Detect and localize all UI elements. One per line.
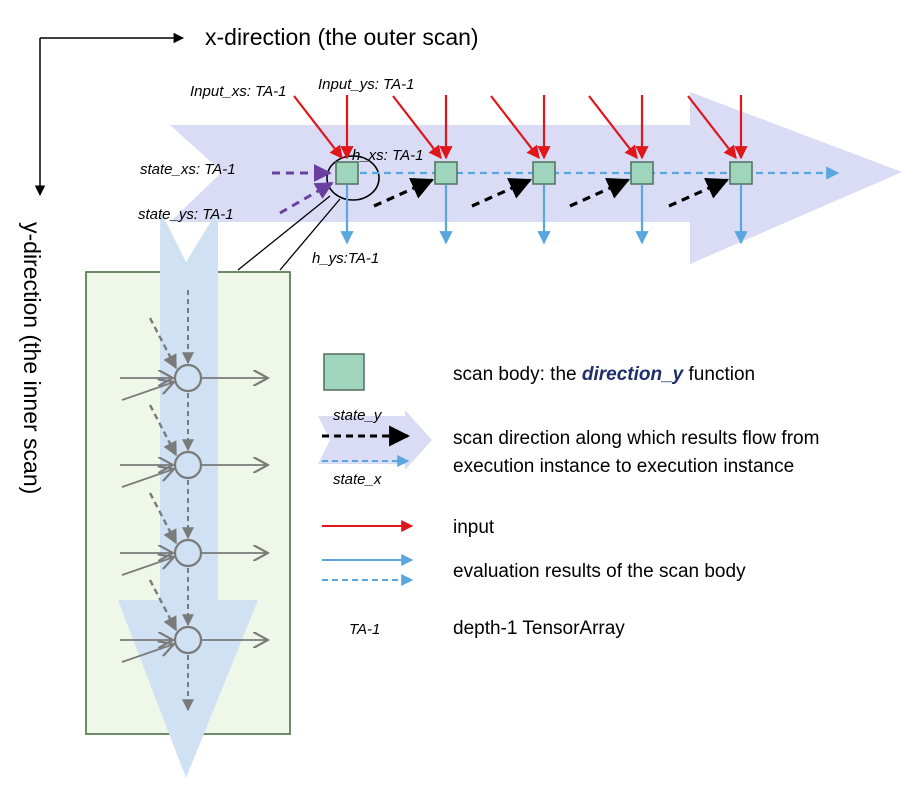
state-ys-input-arrow bbox=[279, 181, 334, 215]
state-y-flow-arrow bbox=[471, 178, 533, 208]
state-y-flow-arrow bbox=[569, 178, 631, 208]
legend: scan body: the direction_y function stat… bbox=[318, 353, 819, 639]
inner-input-arrow bbox=[121, 557, 174, 576]
scan-row bbox=[272, 95, 840, 245]
state-y-flow-arrow bbox=[373, 178, 435, 208]
inner-scan-nodes bbox=[120, 290, 268, 712]
input-xs-arrow bbox=[392, 95, 442, 160]
input-xs-arrow bbox=[293, 95, 343, 160]
scan-body-fn: direction_y bbox=[582, 364, 685, 385]
inner-scan-node bbox=[173, 625, 203, 655]
input-xs-arrow bbox=[687, 95, 737, 160]
state-y-flow-arrow bbox=[668, 178, 730, 208]
inner-scan-node bbox=[173, 538, 203, 568]
scan-body-box bbox=[630, 161, 654, 185]
scan-body-suffix: function bbox=[683, 364, 755, 385]
legend-scan-direction-line2: execution instance to execution instance bbox=[453, 456, 794, 477]
label-input-xs: Input_xs: TA-1 bbox=[190, 83, 286, 100]
legend-state-x: state_x bbox=[333, 471, 382, 488]
label-input-ys: Input_ys: TA-1 bbox=[318, 76, 414, 93]
x-direction-label: x-direction (the outer scan) bbox=[205, 24, 479, 50]
legend-scan-body-text: scan body: the direction_y function bbox=[453, 364, 755, 385]
y-direction-label: y-direction (the inner scan) bbox=[19, 222, 45, 494]
legend-input-text: input bbox=[453, 517, 495, 538]
scan-body-box bbox=[335, 161, 359, 185]
legend-scan-body-swatch bbox=[323, 353, 365, 391]
inner-scan-node bbox=[173, 450, 203, 480]
scan-body-box bbox=[532, 161, 556, 185]
label-state-ys: state_ys: TA-1 bbox=[138, 206, 234, 223]
legend-state-y: state_y bbox=[333, 407, 383, 424]
scan-body-box bbox=[434, 161, 458, 185]
inner-scan-node bbox=[173, 363, 203, 393]
scan-row-labels: Input_xs: TA-1 Input_ys: TA-1 state_xs: … bbox=[138, 76, 423, 267]
inner-input-arrow bbox=[121, 469, 174, 488]
legend-ta-desc: depth-1 TensorArray bbox=[453, 618, 625, 639]
legend-eval-text: evaluation results of the scan body bbox=[453, 561, 746, 582]
legend-scan-direction-line1: scan direction along which results flow … bbox=[453, 428, 819, 449]
label-h-ys: h_ys:TA-1 bbox=[312, 250, 379, 267]
axes: x-direction (the outer scan) y-direction… bbox=[19, 24, 479, 494]
label-h-xs: h_xs: TA-1 bbox=[352, 147, 423, 164]
input-xs-arrow bbox=[588, 95, 638, 160]
scan-body-box bbox=[729, 161, 753, 185]
scan-body-prefix: scan body: the bbox=[453, 364, 582, 385]
inner-input-arrow bbox=[121, 644, 174, 663]
legend-ta-symbol: TA-1 bbox=[349, 621, 380, 638]
inner-input-arrow bbox=[121, 382, 174, 401]
input-xs-arrow bbox=[490, 95, 540, 160]
label-state-xs: state_xs: TA-1 bbox=[140, 161, 236, 178]
